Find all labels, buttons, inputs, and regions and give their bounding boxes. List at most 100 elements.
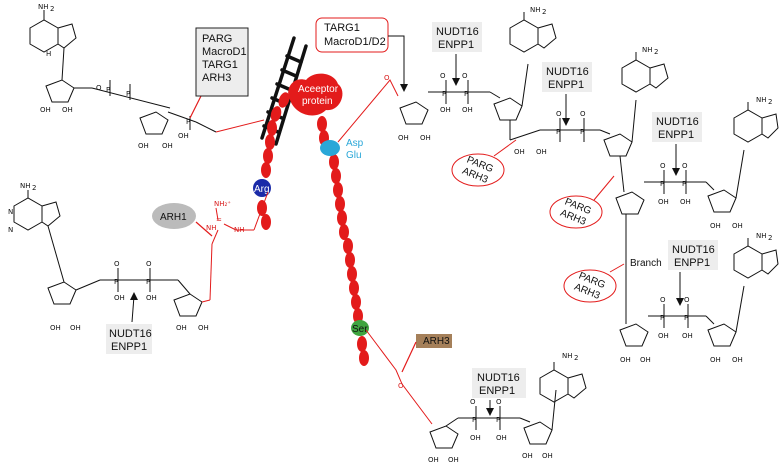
chem-oh: OH xyxy=(420,134,431,142)
nudt-mid-box: NUDT16 ENPP1 xyxy=(542,62,592,92)
chem-oh: OH xyxy=(680,198,691,206)
chem-p: P xyxy=(580,128,584,136)
chem-oh: OH xyxy=(658,332,669,340)
chem-sub: 2 xyxy=(50,5,54,13)
nudt-right1-box: NUDT16 ENPP1 xyxy=(652,112,702,142)
arrow-head xyxy=(452,78,460,86)
nudt16-label: NUDT16 xyxy=(436,26,479,38)
chem-o: O xyxy=(440,72,446,80)
chem-nh: NH xyxy=(234,226,245,234)
arh3-box-label: ARH3 xyxy=(423,336,450,347)
parg-arh3-3: PARG ARH3 xyxy=(563,269,617,303)
chem-oh: OH xyxy=(536,148,547,156)
chem-o: O xyxy=(684,296,690,304)
chem-sub: 2 xyxy=(574,354,578,362)
parg-box: PARG MacroD1 TARG1 ARH3 xyxy=(195,27,249,97)
acceptor-line2: protein xyxy=(302,96,333,107)
chem-o: O xyxy=(462,72,468,80)
chem-oh: OH xyxy=(162,142,173,150)
arg-linkage xyxy=(209,191,269,301)
chem-oh: OH xyxy=(40,106,51,114)
nudt-left-arrow xyxy=(131,295,135,323)
arh3-box xyxy=(416,334,452,348)
nudt-top-box: NUDT16 ENPP1 xyxy=(432,22,482,52)
ser-residue xyxy=(351,320,369,336)
asp-label: Asp xyxy=(346,138,364,149)
acceptor-line1: Aceeptor xyxy=(298,84,339,95)
parg-arh3-1-pointer xyxy=(493,139,517,157)
arrow-head xyxy=(562,118,570,126)
parg-arh3-2-pointer xyxy=(593,175,615,201)
chem-o: O xyxy=(580,110,586,118)
asp-linkage xyxy=(337,79,399,143)
chem-oh: OH xyxy=(514,148,525,156)
macrod1-label: MacroD1 xyxy=(202,46,247,58)
asp-glu-residue xyxy=(320,140,340,156)
chem-p: P xyxy=(146,278,150,286)
chem-oh: OH xyxy=(710,356,721,364)
enpp1-label: ENPP1 xyxy=(438,39,474,51)
chem-oh: OH xyxy=(176,324,187,332)
chem-h2n: H xyxy=(46,50,51,58)
chem-oh: OH xyxy=(522,452,533,460)
chem-nh2: NH xyxy=(562,352,573,360)
chem-oh: OH xyxy=(640,356,651,364)
nudt16-label: NUDT16 xyxy=(477,372,520,384)
parg-arh3-3-pointer xyxy=(609,263,625,273)
nudt-left-box: NUDT16 ENPP1 xyxy=(106,324,152,354)
nudt16-label: NUDT16 xyxy=(546,66,589,78)
parg-arh3-1: PARG ARH3 xyxy=(451,153,505,187)
nudt-right2-box: NUDT16 ENPP1 xyxy=(668,240,718,270)
chem-o: O xyxy=(96,84,102,92)
chem-n: N xyxy=(8,226,13,234)
glu-label: Glu xyxy=(346,150,362,161)
chem-p: P xyxy=(126,90,130,98)
chem-o: O xyxy=(384,74,390,82)
acceptor-protein xyxy=(288,73,343,116)
chem-nh2: NH xyxy=(642,46,653,54)
nudt-bottom-box: NUDT16 ENPP1 xyxy=(472,368,526,398)
chem-o: O xyxy=(146,260,152,268)
chem-nh2: NH xyxy=(756,232,767,240)
targ-arrow xyxy=(388,35,405,90)
chem-p: P xyxy=(660,180,664,188)
chem-o: O xyxy=(660,296,666,304)
chem-o: O xyxy=(114,260,120,268)
arrow-head xyxy=(486,408,494,416)
arrow-head xyxy=(130,292,138,300)
targ1-label: TARG1 xyxy=(324,22,360,34)
nudt16-label: NUDT16 xyxy=(656,116,699,128)
arrow-head xyxy=(676,298,684,306)
chem-oh: OH xyxy=(496,434,507,442)
chem-nh2: NH xyxy=(756,96,767,104)
chem-nh2: NH xyxy=(530,6,541,14)
chem-p: P xyxy=(496,416,500,424)
adp-ribose-bottom xyxy=(429,362,587,449)
chem-o: O xyxy=(470,398,476,406)
adp-ribose-chain-right-text: OH OH O O P P OH OH NH 2 OH OH O O P P N… xyxy=(398,6,772,364)
ribose-icon xyxy=(45,47,92,103)
arg-residue xyxy=(253,179,271,197)
parg-arh3-2: PARG ARH3 xyxy=(549,195,603,229)
chem-oh: OH xyxy=(462,106,473,114)
chem-p: P xyxy=(114,278,118,286)
chem-sub: 2 xyxy=(654,48,658,56)
arh1-pointer xyxy=(195,221,213,237)
adp-ribose-left xyxy=(13,190,203,317)
enpp1-label: ENPP1 xyxy=(658,129,694,141)
chem-oh: OH xyxy=(138,142,149,150)
chem-oh: OH xyxy=(732,222,743,230)
arh3-label: ARH3 xyxy=(202,72,231,84)
targ-box: TARG1 MacroD1/D2 xyxy=(315,17,389,53)
bond-line xyxy=(215,119,265,133)
adp-ribose-top-left-text: NH 2 H OH OH O P P OH OH P OH xyxy=(38,3,190,150)
acceptor-label: Aceeptor protein xyxy=(298,84,339,107)
chem-oh: OH xyxy=(50,324,61,332)
chem-nh2: NH xyxy=(20,182,31,190)
chem-sub: 2 xyxy=(32,184,36,192)
chem-o: O xyxy=(682,162,688,170)
chem-p: P xyxy=(556,128,560,136)
arrow-head xyxy=(672,168,680,176)
